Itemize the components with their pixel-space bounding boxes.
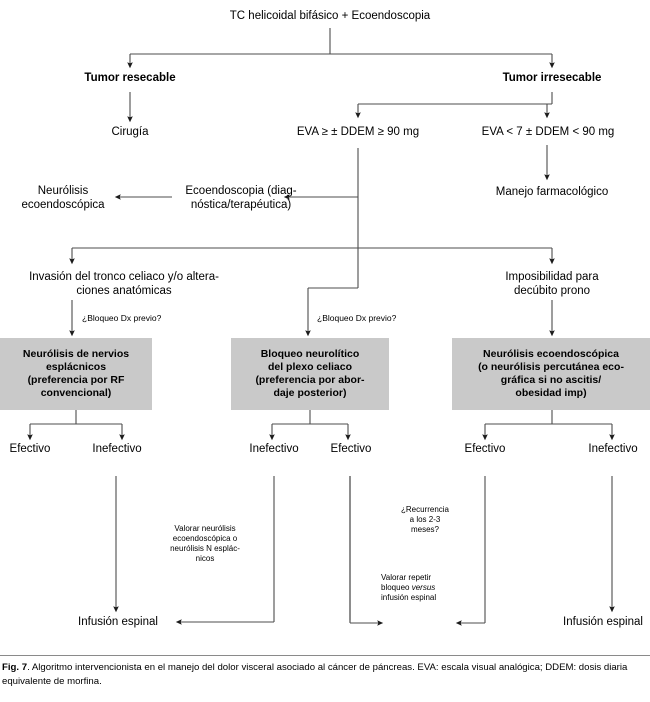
figure-caption: Fig. 7. Algoritmo intervencionista en el… (2, 661, 648, 688)
note-recurrencia: ¿Recurrencia a los 2-3 meses? (400, 505, 449, 534)
node-manejo-farmacologico: Manejo farmacológico (495, 186, 609, 198)
node-tumor-irresecable: Tumor irresecable (502, 72, 602, 84)
box-bloqueo-neurolitico-plexo-celiaco[interactable]: Bloqueo neurolítico del plexo celiaco (p… (231, 338, 389, 410)
node-cirugia: Cirugía (111, 126, 149, 138)
node-neurolisis-ecoendoscopica: Neurólisis ecoendoscópica (21, 185, 105, 211)
box-right-text: Neurólisis ecoendoscópica (o neurólisis … (478, 347, 624, 400)
node-invasion-tronco-celiaco: Invasión del tronco celiaco y/o altera- … (29, 271, 219, 297)
node-ecoendoscopia: Ecoendoscopia (diag- nóstica/terapéutica… (185, 185, 297, 211)
outcome-label-4: Efectivo (330, 443, 372, 455)
box-left-text: Neurólisis de nervios esplácnicos (prefe… (22, 347, 130, 400)
outcome-label-3: Inefectivo (249, 443, 299, 455)
caption-body: . Algoritmo intervencionista en el manej… (2, 662, 628, 687)
node-imposibilidad-decubito: Imposibilidad para decúbito prono (505, 271, 599, 297)
node-eva-low: EVA < 7 ± DDEM < 90 mg (481, 126, 615, 138)
caption-divider (0, 655, 650, 656)
node-eva-high: EVA ≥ ± DDEM ≥ 90 mg (296, 126, 420, 138)
note-valorar-repetir-part2: infusión espinal (381, 593, 437, 602)
label-bloqueo-dx-previo-mid: ¿Bloqueo Dx previo? (317, 313, 397, 323)
note-valorar-neurolisis: Valorar neurólisis ecoendoscópica o neur… (170, 524, 240, 563)
outcome-label-6: Inefectivo (588, 443, 638, 455)
note-valorar-repetir-part1: Valorar repetir bloqueo (381, 573, 432, 592)
node-infusion-espinal-left: Infusión espinal (78, 616, 158, 628)
outcome-label-5: Efectivo (464, 443, 506, 455)
box-neurolisis-ecoendoscopica[interactable]: Neurólisis ecoendoscópica (o neurólisis … (452, 338, 650, 410)
label-bloqueo-dx-previo-left: ¿Bloqueo Dx previo? (82, 313, 162, 323)
note-valorar-repetir-versus: versus (411, 583, 436, 592)
caption-figure-label: Fig. 7 (2, 662, 28, 673)
note-valorar-repetir-bloqueo: Valorar repetir bloqueo versus infusión … (381, 563, 459, 603)
outcome-label-1: Efectivo (9, 443, 51, 455)
box-mid-text: Bloqueo neurolítico del plexo celiaco (p… (255, 347, 365, 400)
node-root: TC helicoidal bifásico + Ecoendoscopia (229, 10, 431, 22)
node-tumor-resecable: Tumor resecable (84, 72, 176, 84)
outcome-label-2: Inefectivo (92, 443, 142, 455)
node-infusion-espinal-right: Infusión espinal (563, 616, 643, 628)
box-neurolisis-nervios-esplacnicos[interactable]: Neurólisis de nervios esplácnicos (prefe… (0, 338, 152, 410)
